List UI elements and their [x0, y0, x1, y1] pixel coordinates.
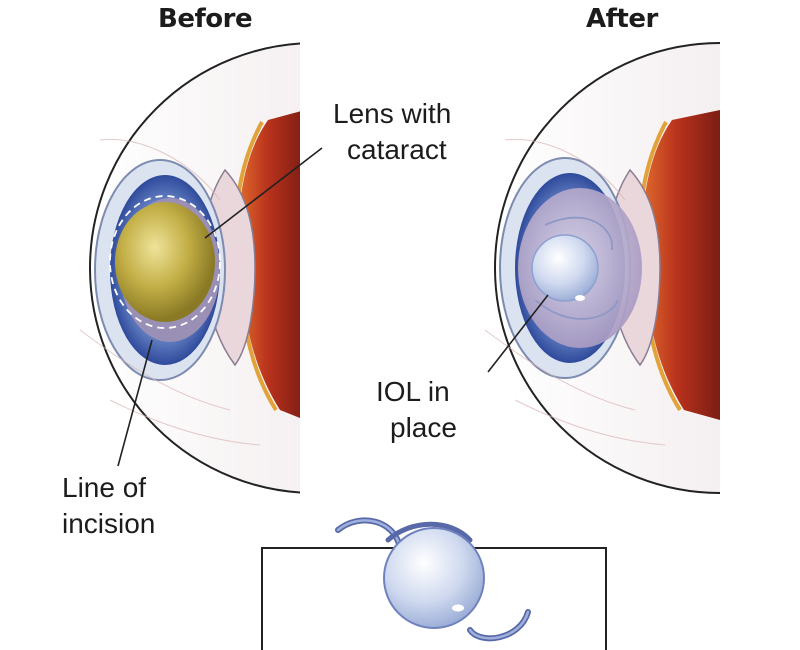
- after-heading: After: [586, 4, 658, 34]
- eye-after-illustration: [484, 42, 720, 494]
- iol-in-place-label: IOL in place: [376, 376, 457, 443]
- line-of-incision-label: Line of incision: [62, 472, 156, 539]
- iol-callout-line: [487, 294, 549, 373]
- before-heading: Before: [158, 4, 253, 34]
- intraocular-lens-illustration: [261, 517, 607, 650]
- lens-with-cataract-label: Lens with cataract: [333, 98, 452, 165]
- lens-callout-line: [204, 147, 323, 239]
- eye-before-illustration: [79, 42, 300, 494]
- incision-callout-line: [117, 339, 153, 467]
